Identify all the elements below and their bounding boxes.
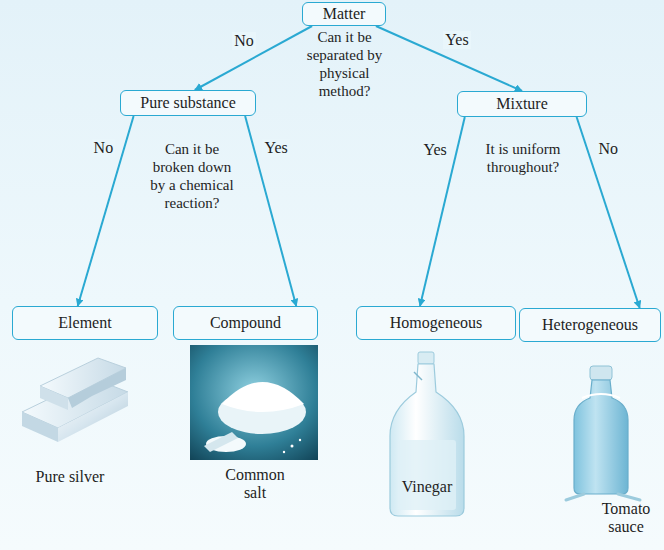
box-text: Heterogeneous [542,316,638,334]
image-caption: Tomato sauce [592,500,660,536]
silver-bar [68,368,126,408]
branch-arrow [376,26,522,91]
box-text: Pure substance [140,94,236,112]
vinegar-bottle [390,352,464,516]
category-box: Heterogeneous [519,308,661,342]
bottle-liquid [398,440,456,510]
box-text: Compound [210,314,281,332]
box-text: Homogeneous [390,314,482,332]
answer-label: No [232,32,256,50]
spoon-handle [566,494,584,500]
bottle-cork [590,366,612,380]
bottle-glass [390,364,464,516]
salt-pile [222,382,304,412]
salt-scoop [204,432,238,452]
box-text: Matter [323,5,366,23]
category-box: Matter [302,2,386,26]
category-box: Mixture [457,91,587,117]
bottle-band [582,394,620,398]
box-text: Mixture [496,95,548,113]
branch-arrow [78,116,134,306]
branch-arrow [420,117,465,306]
silver-bars [22,358,128,442]
branch-arrow [577,117,640,308]
question-text: Can it be broken down by a chemical reac… [146,140,238,212]
image-caption: Vinegar [391,478,463,496]
category-box: Homogeneous [356,306,516,340]
category-box: Element [12,306,158,340]
salt-grain [291,445,294,448]
answer-label: Yes [421,141,448,159]
spoon-handle [618,494,640,500]
salt-grain [283,451,285,453]
bottle-body [574,380,628,494]
silver-bar [22,412,58,442]
image-caption: Pure silver [35,468,105,486]
silver-bar [40,386,68,410]
category-box: Pure substance [120,90,256,116]
question-text: It is uniform throughout? [468,140,578,176]
bottle-clasp [414,372,422,380]
silver-bar [58,392,128,442]
bottle-stopper [418,352,434,364]
answer-label: No [596,140,620,158]
question-text: Can it be separated by physical method? [297,28,392,100]
branch-arrow [195,26,312,90]
salt-grain [299,439,301,441]
branch-arrow [245,116,296,306]
photo-ground [190,345,318,460]
sauce-bottle [566,366,640,500]
answer-label: Yes [262,139,289,157]
answer-label: No [92,139,116,157]
box-text: Element [58,314,111,332]
salt-photo [190,345,318,460]
image-caption: Common salt [219,466,291,502]
answer-label: Yes [443,31,470,49]
category-box: Compound [173,306,318,340]
